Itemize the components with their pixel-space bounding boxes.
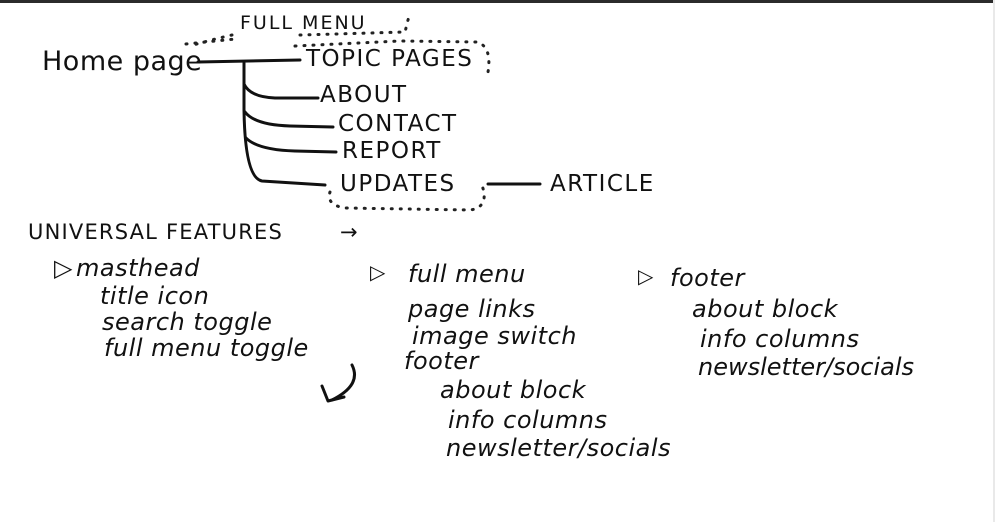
footer-title: footer xyxy=(670,264,745,292)
footer-item-newsletter: newsletter/socials xyxy=(698,353,915,381)
tree-trunk xyxy=(242,61,327,187)
masthead-item-title-icon: title icon xyxy=(100,282,210,310)
full-menu-title: full menu xyxy=(408,260,526,288)
contact-label: CONTACT xyxy=(338,111,458,137)
full-menu-item-page-links: page links xyxy=(408,295,536,323)
full-menu-footer-newsletter: newsletter/socials xyxy=(446,434,672,462)
home-page-label: Home page xyxy=(42,46,203,77)
report-label: REPORT xyxy=(342,138,442,164)
right-edge xyxy=(993,0,995,522)
full-menu-bullet: ▷ xyxy=(370,260,386,284)
footer-bullet: ▷ xyxy=(638,264,654,288)
masthead-bullet: ▷ xyxy=(54,254,73,282)
curved-arrow-head xyxy=(320,384,346,403)
article-label: ARTICLE xyxy=(550,171,655,197)
home-to-topic-line xyxy=(196,58,302,64)
footer-item-info-columns: info columns xyxy=(700,325,860,353)
branch-contact xyxy=(243,110,335,129)
full-menu-item-image-switch: image switch xyxy=(412,322,577,350)
heading-arrow: → xyxy=(340,220,359,244)
footer-item-about-block: about block xyxy=(692,295,839,323)
full-menu-label: FULL MENU xyxy=(240,12,367,34)
universal-features-heading: UNIVERSAL FEATURES xyxy=(28,220,284,244)
curved-arrow xyxy=(330,363,356,402)
masthead-item-full-menu-toggle: full menu toggle xyxy=(104,334,309,362)
branch-report xyxy=(244,136,338,154)
top-border xyxy=(0,0,995,3)
full-menu-item-footer: footer xyxy=(404,347,479,375)
about-label: ABOUT xyxy=(320,82,408,108)
full-menu-footer-info-columns: info columns xyxy=(448,406,608,434)
updates-dotted-outline xyxy=(327,183,486,212)
branch-about xyxy=(242,82,320,100)
updates-label: UPDATES xyxy=(340,171,456,197)
masthead-title: masthead xyxy=(76,254,200,282)
full-menu-footer-about-block: about block xyxy=(440,376,587,404)
topic-pages-label: TOPIC PAGES xyxy=(306,46,474,72)
masthead-item-search-toggle: search toggle xyxy=(102,308,273,336)
